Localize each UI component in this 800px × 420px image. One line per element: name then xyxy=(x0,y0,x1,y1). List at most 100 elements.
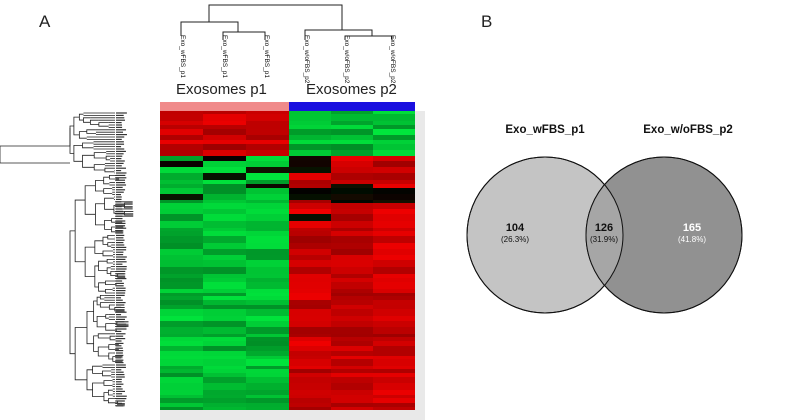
heatmap-cell xyxy=(203,403,247,408)
heatmap-cell xyxy=(246,289,290,294)
heatmap-cell xyxy=(331,373,374,378)
row-label-tick xyxy=(116,345,122,347)
heatmap-cell xyxy=(160,327,204,335)
heatmap-cell xyxy=(331,267,374,275)
dendrogram-branch xyxy=(107,235,115,240)
heatmap-cell xyxy=(203,121,247,126)
heatmap-cell xyxy=(331,351,374,357)
heatmap-cell xyxy=(373,267,416,275)
heatmap-cell xyxy=(289,316,332,322)
row-label-tick xyxy=(116,198,122,200)
heatmap-cell xyxy=(331,209,374,215)
heatmap-cell xyxy=(373,359,416,367)
heatmap-cell xyxy=(331,407,374,411)
row-label-tick xyxy=(116,297,122,299)
venn-pct-right: (41.8%) xyxy=(678,235,706,244)
heatmap-cell xyxy=(331,221,374,229)
row-label-tick xyxy=(116,261,127,263)
heatmap-cell xyxy=(203,125,247,130)
heatmap-cell xyxy=(203,221,247,229)
dendrogram-branch xyxy=(104,220,112,230)
heatmap-cell xyxy=(203,140,247,145)
heatmap-cell xyxy=(160,243,204,250)
panel-label-b: B xyxy=(481,12,493,31)
dendrogram-branch xyxy=(93,164,105,171)
heatmap-cell xyxy=(331,334,374,338)
heatmap-cell xyxy=(331,243,374,250)
row-label-tick xyxy=(116,244,125,246)
sample-label: Exo_w/oFBS_p2 xyxy=(389,35,396,84)
heatmap-cell xyxy=(373,321,416,328)
heatmap-cell xyxy=(203,327,247,335)
dendrogram-branch xyxy=(98,260,108,272)
heatmap-cell xyxy=(246,321,290,328)
row-label-tick xyxy=(116,201,122,203)
heatmap-cell xyxy=(203,114,247,122)
heatmap-cell xyxy=(289,407,332,411)
row-label-tick xyxy=(116,290,126,292)
heatmap-cell xyxy=(289,327,332,335)
heatmap-cell xyxy=(289,156,332,162)
heatmap-cell xyxy=(160,305,204,310)
heatmap-cell xyxy=(246,390,290,396)
heatmap-cell xyxy=(246,144,290,151)
heatmap-cell xyxy=(160,403,204,408)
heatmap-cell xyxy=(289,300,332,306)
heatmap-cell xyxy=(246,111,290,115)
heatmap-cell xyxy=(373,121,416,126)
heatmap-cell xyxy=(246,278,290,283)
heatmap-cell xyxy=(373,383,416,391)
row-label-tick xyxy=(116,174,126,176)
row-label-tick xyxy=(116,402,122,404)
dendrogram-branch xyxy=(112,356,123,362)
heatmap-cell xyxy=(331,125,374,130)
heatmap-cell xyxy=(203,173,247,181)
row-label-tick xyxy=(116,179,126,181)
row-label-tick xyxy=(116,220,126,222)
heatmap-cell xyxy=(203,390,247,396)
heatmap-cell xyxy=(373,231,416,237)
heatmap-cell xyxy=(203,398,247,404)
heatmap-cell xyxy=(160,300,204,306)
heatmap-cell xyxy=(203,184,247,189)
heatmap-cell xyxy=(289,243,332,250)
heatmap-cell xyxy=(373,341,416,347)
dendrogram-branch xyxy=(109,335,116,341)
heatmap-cell xyxy=(203,383,247,391)
heatmap-cell xyxy=(373,214,416,222)
venn-set-left-label: Exo_wFBS_p1 xyxy=(505,124,585,136)
heatmap-cell xyxy=(160,316,204,322)
row-label-tick xyxy=(116,326,127,328)
heatmap-cell xyxy=(246,341,290,347)
heatmap-cell xyxy=(289,167,332,174)
heatmap-cell xyxy=(246,369,290,374)
row-label-tick xyxy=(116,184,127,186)
heatmap-cell xyxy=(289,321,332,328)
heatmap-cell xyxy=(246,194,290,201)
heatmap-cell xyxy=(289,346,332,352)
dendrogram-branch xyxy=(103,380,113,386)
row-label-tick xyxy=(116,388,123,390)
dendrogram-branch xyxy=(105,280,117,285)
dendrogram-branch xyxy=(97,346,109,357)
heatmap-cell xyxy=(373,167,416,174)
dendrogram-branch xyxy=(73,145,83,162)
dendrogram-branch xyxy=(103,188,113,194)
heatmap-cell xyxy=(203,236,247,244)
heatmap-cell xyxy=(331,156,374,162)
heatmap-cell xyxy=(373,337,416,342)
heatmap-cell xyxy=(373,188,416,195)
row-label-tick xyxy=(116,230,123,232)
row-label-tick xyxy=(116,340,122,342)
heatmap-cell xyxy=(289,125,332,130)
row-label-tick xyxy=(116,153,124,155)
heatmap-cell xyxy=(373,161,416,168)
heatmap-cell xyxy=(331,173,374,181)
heatmap-cell xyxy=(160,111,204,115)
row-label-tick xyxy=(116,263,123,265)
heatmap-cell xyxy=(289,194,332,201)
heatmap-cell xyxy=(331,282,374,290)
dendrogram-branch xyxy=(78,113,84,121)
heatmap-cell xyxy=(289,296,332,301)
dendrogram-branch xyxy=(73,116,80,136)
